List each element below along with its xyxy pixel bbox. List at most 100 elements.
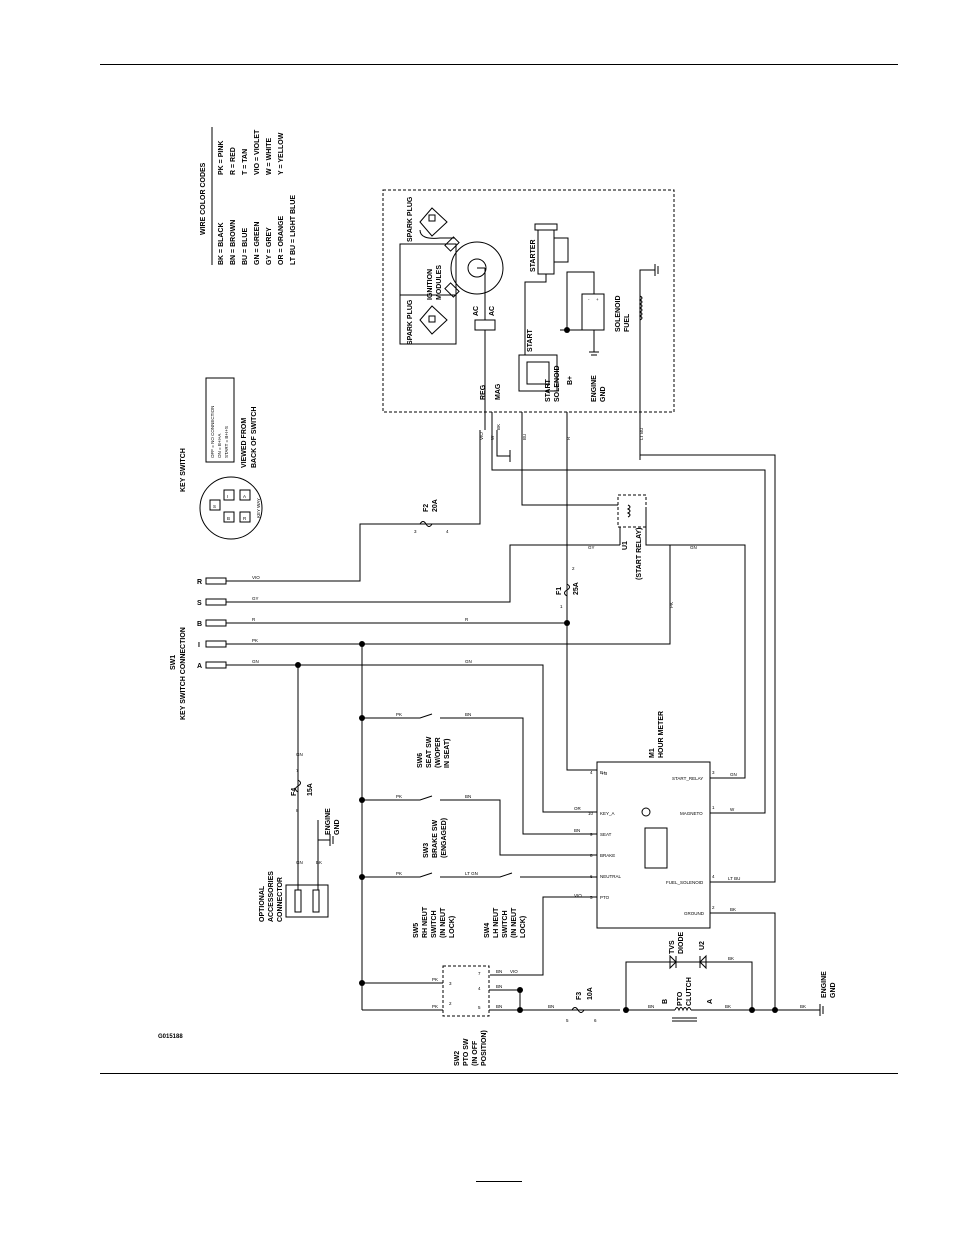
- svg-text:CONNECTOR: CONNECTOR: [277, 877, 284, 922]
- svg-text:BN: BN: [648, 1004, 654, 1009]
- svg-text:F2: F2: [423, 504, 430, 512]
- svg-text:GN: GN: [252, 659, 259, 664]
- svg-text:SW6: SW6: [417, 753, 424, 768]
- svg-text:PK: PK: [396, 871, 402, 876]
- svg-text:FUEL_SOLENOID: FUEL_SOLENOID: [666, 880, 704, 885]
- color-code: W = WHITE: [266, 138, 273, 175]
- color-code: Y = YELLOW: [278, 132, 285, 175]
- color-code: BN = BROWN: [230, 220, 237, 265]
- engine-boundary: [382, 189, 675, 413]
- optional-accessories-connector: [285, 884, 329, 918]
- svg-text:25A: 25A: [573, 582, 580, 595]
- sw6-seat-switch: [362, 713, 597, 835]
- svg-text:SW5: SW5: [413, 923, 420, 938]
- svg-text:+: +: [596, 297, 599, 302]
- svg-text:SWITCH: SWITCH: [431, 910, 438, 938]
- svg-text:IGNITION: IGNITION: [427, 269, 434, 300]
- svg-text:R: R: [197, 579, 202, 586]
- svg-text:LH NEUT: LH NEUT: [493, 907, 500, 938]
- svg-text:OR: OR: [574, 806, 582, 811]
- wire-gy: [226, 544, 620, 603]
- svg-text:2: 2: [572, 566, 575, 571]
- hour-meter-right-pins: START_RELAY MAGNETO FUEL_SOLENOID GROUND…: [666, 770, 715, 916]
- spark-plug-top: [419, 207, 455, 239]
- color-code: BK = BLACK: [218, 222, 225, 265]
- svg-text:S: S: [213, 504, 216, 509]
- svg-text:PK: PK: [432, 977, 438, 982]
- svg-text:GND: GND: [600, 386, 607, 402]
- svg-text:S: S: [197, 600, 202, 607]
- svg-text:5: 5: [566, 1018, 569, 1023]
- svg-text:R: R: [252, 617, 256, 622]
- svg-text:GN: GN: [730, 772, 737, 777]
- svg-text:U1: U1: [622, 541, 629, 550]
- svg-text:4: 4: [712, 874, 715, 879]
- svg-text:3: 3: [414, 529, 417, 534]
- svg-text:3: 3: [712, 770, 715, 775]
- svg-text:BK: BK: [725, 1004, 731, 1009]
- svg-text:VIO: VIO: [510, 969, 518, 974]
- svg-text:A: A: [197, 663, 202, 670]
- svg-text:MAGNETO: MAGNETO: [680, 811, 703, 816]
- svg-text:U2: U2: [699, 941, 706, 950]
- wire-gn: [226, 664, 597, 813]
- svg-text:(ENGAGED): (ENGAGED): [441, 818, 448, 858]
- hour-meter-display: [644, 827, 668, 869]
- wire-color-codes: WIRE COLOR CODES BK = BLACK BN = BROWN B…: [200, 127, 297, 265]
- fuse-f1: F1 25A 1 2: [556, 566, 580, 609]
- svg-text:GN: GN: [690, 545, 697, 550]
- svg-text:(IN NEUT: (IN NEUT: [440, 907, 447, 938]
- color-code: GN = GREEN: [254, 222, 261, 265]
- svg-text:BK: BK: [730, 907, 736, 912]
- svg-text:7: 7: [478, 971, 481, 976]
- svg-text:TVS: TVS: [669, 940, 676, 954]
- svg-text:PTO: PTO: [600, 895, 610, 900]
- svg-text:POSITION): POSITION): [481, 1030, 488, 1066]
- svg-text:SWITCH: SWITCH: [502, 910, 509, 938]
- svg-text:7: 7: [296, 768, 299, 773]
- svg-text:BN: BN: [548, 1004, 554, 1009]
- svg-text:W: W: [730, 807, 735, 812]
- svg-text:SW4: SW4: [484, 923, 491, 938]
- svg-text:MAG: MAG: [495, 383, 502, 400]
- svg-text:B: B: [197, 621, 202, 628]
- svg-text:STARTER: STARTER: [530, 239, 537, 272]
- svg-text:5: 5: [478, 1005, 481, 1010]
- svg-text:PK: PK: [669, 602, 674, 608]
- svg-text:GN: GN: [296, 752, 303, 757]
- sw2-pto-switch: [442, 965, 490, 1017]
- svg-text:AC: AC: [473, 306, 480, 316]
- svg-text:10A: 10A: [587, 987, 594, 1000]
- svg-text:F1: F1: [556, 587, 563, 595]
- svg-text:BN: BN: [496, 1004, 502, 1009]
- svg-text:BN: BN: [465, 794, 471, 799]
- spark-plug-label: SPARK PLUG: [407, 196, 414, 242]
- fuse-f3: F3 10A 5 6: [566, 987, 597, 1023]
- color-code: GY = GREY: [266, 227, 273, 265]
- svg-text:CLUTCH: CLUTCH: [686, 977, 693, 1006]
- svg-text:SOLENOID: SOLENOID: [615, 295, 622, 332]
- color-code: PK = PINK: [218, 141, 225, 175]
- junction-dot: [564, 327, 570, 333]
- svg-text:SEAT SW: SEAT SW: [426, 736, 433, 768]
- svg-text:VIO: VIO: [574, 893, 582, 898]
- svg-text:R: R: [243, 516, 247, 521]
- svg-text:8: 8: [296, 808, 299, 813]
- svg-text:START_RELAY: START_RELAY: [672, 776, 703, 781]
- svg-text:RH NEUT: RH NEUT: [422, 906, 429, 938]
- svg-text:SW3: SW3: [423, 843, 430, 858]
- color-code: R = RED: [230, 147, 237, 175]
- svg-text:B: B: [662, 999, 669, 1004]
- fuel-solenoid: [581, 293, 605, 331]
- svg-text:A: A: [707, 999, 714, 1004]
- svg-text:SOLENOID: SOLENOID: [554, 365, 561, 402]
- svg-text:START: START: [527, 328, 534, 352]
- svg-text:BRAKE SW: BRAKE SW: [432, 819, 439, 858]
- start-relay-u1: U1 (START RELAY): [617, 494, 647, 580]
- color-code: OR = ORANGE: [278, 215, 285, 265]
- svg-text:PK: PK: [396, 712, 402, 717]
- svg-text:PTO SW: PTO SW: [463, 1038, 470, 1066]
- wire-color-codes-title: WIRE COLOR CODES: [200, 162, 207, 235]
- svg-text:BK: BK: [496, 424, 501, 430]
- svg-text:PTO: PTO: [677, 991, 684, 1006]
